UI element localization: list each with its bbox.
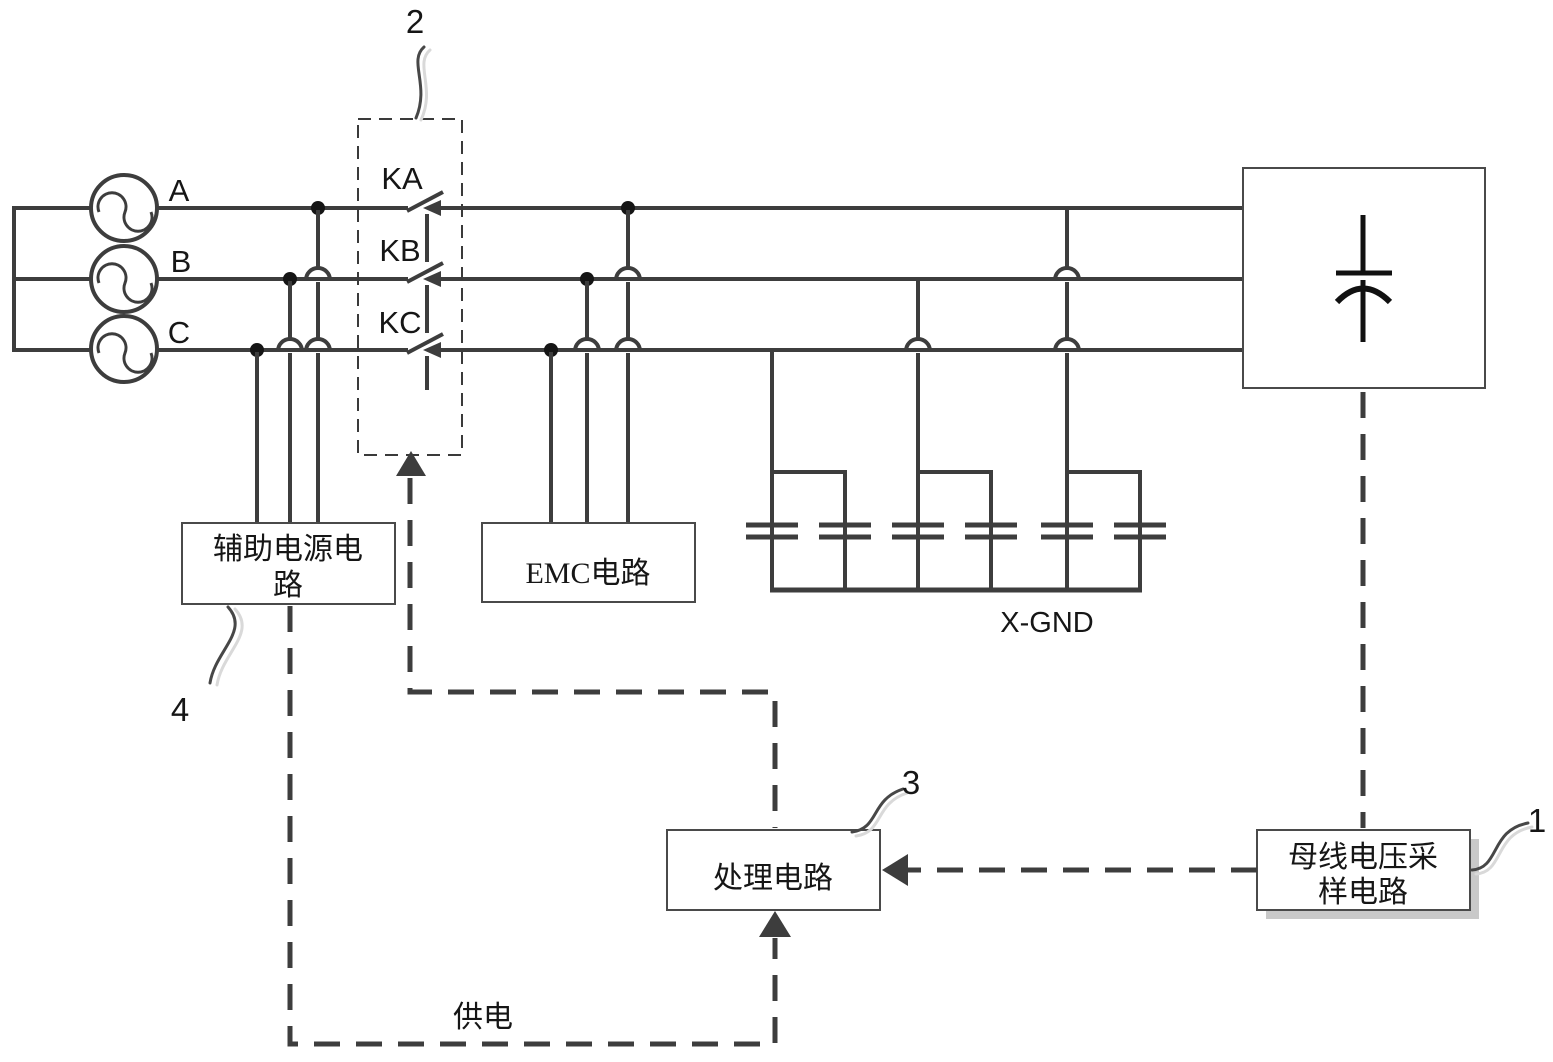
capacitor-icon: [746, 522, 1166, 540]
switch-ka-label: KA: [381, 161, 423, 196]
crossover-hop: [904, 337, 932, 352]
power-feed-line: [287, 606, 778, 1047]
processing-label: 处理电路: [713, 862, 833, 895]
ref-1-leader-echo: [1474, 825, 1534, 876]
ref-4-label: 4: [171, 691, 189, 728]
cap-branch-wire: [918, 470, 993, 590]
switch-kc-contact-arrow-icon: [423, 342, 441, 358]
aux-power-taps: [255, 210, 332, 524]
aux-power-label-line1: 辅助电源电: [213, 533, 363, 566]
emc-box-outline: [481, 522, 696, 603]
ref-2-leader: [414, 45, 426, 120]
emc-label: EMC电路: [525, 557, 650, 590]
x-capacitor-bank: X-GND: [746, 210, 1166, 639]
ref-1-leader: [1470, 821, 1530, 872]
ref-3-leader-echo: [854, 791, 909, 838]
switch-kb-label: KB: [379, 233, 420, 268]
switch-ka-contact-arrow-icon: [423, 200, 441, 216]
bus-sampling-label-line1: 母线电压采: [1288, 841, 1438, 874]
junction-dot: [283, 272, 297, 286]
phase-c-label: C: [168, 315, 190, 350]
switch-kc-blade: [406, 332, 444, 355]
ref-3-label: 3: [902, 764, 920, 801]
sampling-signal-arrow-icon: [882, 854, 908, 886]
ref-labels: 2 4 3 1: [171, 3, 1546, 876]
sine-glyph-b: [96, 262, 154, 304]
dc-link-box: [1242, 167, 1486, 389]
junction-dot: [621, 201, 635, 215]
phase-lines: [157, 206, 1243, 352]
ref-4-leader-echo: [215, 607, 244, 687]
processing-box-outline: [666, 829, 881, 911]
polarized-capacitor-icon: [1334, 215, 1393, 342]
junction-dot: [580, 272, 594, 286]
ac-source-a-icon: [89, 173, 159, 243]
emc-box: EMC电路: [481, 522, 696, 603]
power-feed-label: 供电: [453, 1001, 513, 1034]
crossover-hop: [304, 266, 332, 281]
junction-dot: [250, 343, 264, 357]
cap-branch-wire: [772, 470, 847, 590]
sine-glyph-a: [96, 191, 154, 233]
junction-dot: [544, 343, 558, 357]
cap-branch-wire: [1067, 470, 1142, 590]
ref-3-leader: [850, 787, 905, 834]
ref-1-label: 1: [1528, 802, 1546, 839]
switch-ka-blade: [406, 190, 444, 213]
emc-taps: [549, 210, 642, 524]
junction-dots: [250, 201, 635, 357]
aux-power-label-line2: 路: [273, 569, 303, 602]
crossover-hop: [1053, 266, 1081, 281]
ref-2-leader-echo: [419, 48, 432, 122]
bus-sampling-label-line2: 样电路: [1318, 876, 1408, 909]
crossover-hop: [276, 337, 304, 352]
sine-glyph-c: [96, 332, 154, 374]
three-phase-sources: A B C: [12, 173, 192, 384]
bus-sampling-box: 母线电压采 样电路: [1256, 829, 1479, 919]
ground-label: X-GND: [1000, 607, 1093, 639]
switch-kb-contact-arrow-icon: [423, 271, 441, 287]
dc-link-box-outline: [1242, 167, 1486, 389]
crossover-hop: [1053, 337, 1081, 352]
ac-source-b-icon: [89, 244, 159, 314]
ref-4-leader: [208, 605, 237, 685]
aux-power-box: 辅助电源电 路: [181, 522, 396, 605]
crossover-hop: [614, 266, 642, 281]
crossover-hop: [614, 337, 642, 352]
switch-kb-blade: [406, 261, 444, 284]
phase-a-label: A: [169, 173, 190, 208]
switch-control-arrow-icon: [396, 451, 426, 476]
crossover-hop: [573, 337, 601, 352]
processing-box: 处理电路: [666, 829, 881, 911]
control-lines: 供电: [287, 392, 1366, 1047]
ref-2-label: 2: [406, 3, 424, 40]
crossover-hop: [304, 337, 332, 352]
switch-kc-label: KC: [378, 305, 421, 340]
switch-group: KA KB KC: [357, 118, 463, 476]
power-feed-arrow-icon: [759, 911, 791, 937]
junction-dot: [311, 201, 325, 215]
aux-power-box-outline: [181, 522, 396, 605]
phase-b-label: B: [171, 244, 192, 279]
ac-source-c-icon: [89, 314, 159, 384]
switch-control-line: [407, 478, 778, 828]
